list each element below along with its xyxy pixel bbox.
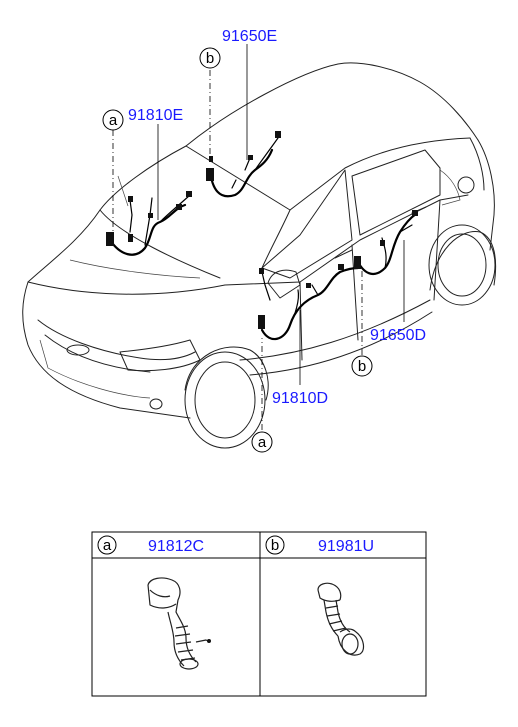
callout-a-top: a bbox=[102, 109, 124, 131]
connector bbox=[209, 156, 213, 162]
callout-letter: b bbox=[206, 50, 214, 67]
front-door-harness-left bbox=[106, 191, 192, 256]
part-label-91650E: 91650E bbox=[222, 28, 277, 45]
connector bbox=[128, 234, 133, 242]
front-door-harness-right bbox=[258, 264, 360, 341]
callout-letter: a bbox=[103, 537, 112, 554]
connector bbox=[128, 196, 133, 202]
connector bbox=[206, 168, 214, 181]
callout-b-bottom: b bbox=[351, 355, 373, 377]
part-label-91810E: 91810E bbox=[128, 107, 183, 124]
part-label-91981U: 91981U bbox=[318, 538, 374, 555]
connector bbox=[259, 268, 264, 274]
connector bbox=[148, 213, 153, 218]
part-label-91650D: 91650D bbox=[370, 327, 426, 344]
rear-door-harness-left bbox=[206, 131, 281, 198]
callout-letter: b bbox=[271, 537, 279, 554]
callout-letter: a bbox=[258, 434, 267, 451]
connector bbox=[186, 191, 192, 197]
grommet-icon bbox=[147, 577, 211, 670]
callout-letter: b bbox=[358, 358, 366, 375]
connector bbox=[248, 155, 253, 160]
parts-table: a 91812C b 91981U bbox=[91, 531, 427, 697]
part-label-91812C: 91812C bbox=[148, 538, 204, 555]
connector bbox=[380, 240, 385, 246]
rear-door-harness-right bbox=[354, 210, 418, 276]
car-illustration bbox=[22, 62, 497, 449]
connector bbox=[176, 204, 182, 210]
connector bbox=[258, 315, 265, 329]
table-header-b: b 91981U bbox=[265, 535, 374, 555]
connector bbox=[106, 232, 114, 246]
connector bbox=[412, 210, 418, 216]
connector bbox=[306, 283, 311, 288]
callout-b-top: b bbox=[199, 47, 221, 69]
callout-letter: a bbox=[109, 112, 118, 129]
grommet-icon bbox=[317, 582, 365, 656]
connector bbox=[275, 131, 281, 138]
callout-a-bottom: a bbox=[251, 431, 273, 453]
connector bbox=[338, 264, 344, 270]
connector bbox=[354, 256, 361, 269]
table-header-a: a 91812C bbox=[97, 535, 204, 555]
part-label-91810D: 91810D bbox=[272, 390, 328, 407]
